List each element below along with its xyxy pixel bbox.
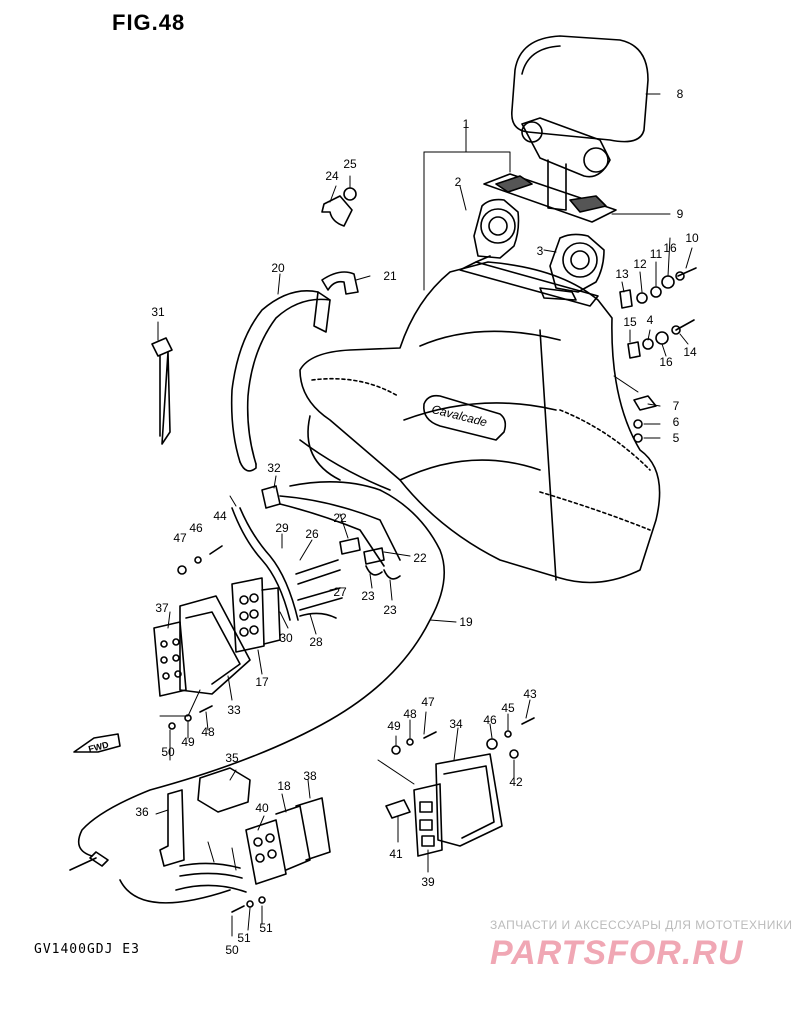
- callout-40: 40: [255, 801, 269, 815]
- clip-part: [321, 195, 353, 227]
- junction-cover: [179, 595, 251, 695]
- callout-48: 48: [201, 725, 215, 739]
- relay-bracket: [159, 789, 185, 867]
- callout-16: 16: [659, 355, 673, 369]
- callout-2: 2: [455, 175, 462, 189]
- callout-28: 28: [309, 635, 323, 649]
- cable-tie: [151, 337, 173, 445]
- callout-47: 47: [421, 695, 435, 709]
- callout-38: 38: [303, 769, 317, 783]
- callout-44: 44: [213, 509, 227, 523]
- relay-part: [197, 767, 251, 813]
- callout-45: 45: [501, 701, 515, 715]
- backrest-pad: [511, 35, 649, 143]
- callout-14: 14: [683, 345, 697, 359]
- callout-24: 24: [325, 169, 339, 183]
- callout-10: 10: [685, 231, 699, 245]
- callout-18: 18: [277, 779, 291, 793]
- callout-19: 19: [459, 615, 473, 629]
- lower-fasteners: [231, 896, 266, 913]
- callout-13: 13: [615, 267, 629, 281]
- speaker-left: [473, 198, 520, 259]
- callout-50: 50: [161, 745, 175, 759]
- callout-33: 33: [227, 703, 241, 717]
- junction-block: [231, 577, 281, 653]
- callout-25: 25: [343, 157, 357, 171]
- callout-50: 50: [225, 943, 239, 957]
- callout-37: 37: [155, 601, 169, 615]
- callout-22: 22: [333, 511, 347, 525]
- callout-numbers: 1234567891011121314151616171819202122222…: [0, 0, 699, 957]
- seat-assembly: [299, 255, 661, 584]
- callout-51: 51: [259, 921, 273, 935]
- right-junction-cover: [435, 753, 503, 847]
- callout-8: 8: [677, 87, 684, 101]
- model-code: GV1400GDJ E3: [34, 942, 140, 957]
- callout-36: 36: [135, 805, 149, 819]
- figure-title: FIG.48: [112, 10, 186, 35]
- callout-7: 7: [673, 399, 680, 413]
- callout-15: 15: [623, 315, 637, 329]
- callout-46: 46: [189, 521, 203, 535]
- watermark-logo: PARTSFOR.RU: [490, 934, 744, 972]
- callout-51: 51: [237, 931, 251, 945]
- direction-label: FWD: [87, 739, 110, 754]
- callout-5: 5: [673, 431, 680, 445]
- callout-16: 16: [663, 241, 677, 255]
- callout-9: 9: [677, 207, 684, 221]
- callout-52: 52: [0, 0, 7, 3]
- callout-1: 1: [463, 117, 470, 131]
- callout-11: 11: [650, 247, 663, 261]
- leader-lines: [155, 93, 693, 937]
- callout-32: 32: [267, 461, 281, 475]
- callout-35: 35: [225, 751, 239, 765]
- wiring-harness: [69, 481, 446, 871]
- callout-34: 34: [449, 717, 463, 731]
- lower-junction-block: [245, 797, 331, 885]
- lower-harness-sleeves: [119, 862, 247, 904]
- hose-clamp: [321, 271, 359, 295]
- callout-49: 49: [181, 735, 195, 749]
- callout-53: 53: [0, 0, 7, 3]
- right-connector-plate: [385, 799, 411, 819]
- callout-31: 31: [151, 305, 165, 319]
- callout-4: 4: [647, 313, 654, 327]
- callout-43: 43: [523, 687, 537, 701]
- drain-hose: [230, 290, 331, 472]
- callout-27: 27: [333, 585, 347, 599]
- callout-23: 23: [361, 589, 375, 603]
- callout-41: 41: [389, 847, 403, 861]
- callout-46: 46: [483, 713, 497, 727]
- callout-42: 42: [509, 775, 523, 789]
- backrest-bracket: [483, 117, 617, 223]
- callout-47: 47: [173, 531, 187, 545]
- right-fasteners: [391, 717, 535, 759]
- callout-23: 23: [383, 603, 397, 617]
- callout-12: 12: [633, 257, 647, 271]
- right-junction-gasket: [413, 783, 443, 857]
- direction-arrow: [73, 733, 121, 753]
- callout-49: 49: [387, 719, 401, 733]
- callout-26: 26: [305, 527, 319, 541]
- nut-part: [343, 187, 357, 201]
- callout-22: 22: [413, 551, 427, 565]
- callout-48: 48: [403, 707, 417, 721]
- callout-17: 17: [255, 675, 269, 689]
- callout-20: 20: [271, 261, 285, 275]
- fastener-group-left: [168, 545, 223, 730]
- callout-54: 54: [0, 0, 7, 3]
- callout-6: 6: [673, 415, 680, 429]
- callout-3: 3: [537, 244, 544, 258]
- seat-emblem-plate: [423, 394, 507, 441]
- junction-gasket: [153, 621, 187, 697]
- callout-29: 29: [275, 521, 289, 535]
- callout-39: 39: [421, 875, 435, 889]
- speaker-right: [549, 233, 605, 293]
- callout-21: 21: [383, 269, 397, 283]
- watermark-tagline: ЗАПЧАСТИ И АКСЕССУАРЫ ДЛЯ МОТОТЕХНИКИ: [490, 918, 793, 932]
- callout-30: 30: [279, 631, 293, 645]
